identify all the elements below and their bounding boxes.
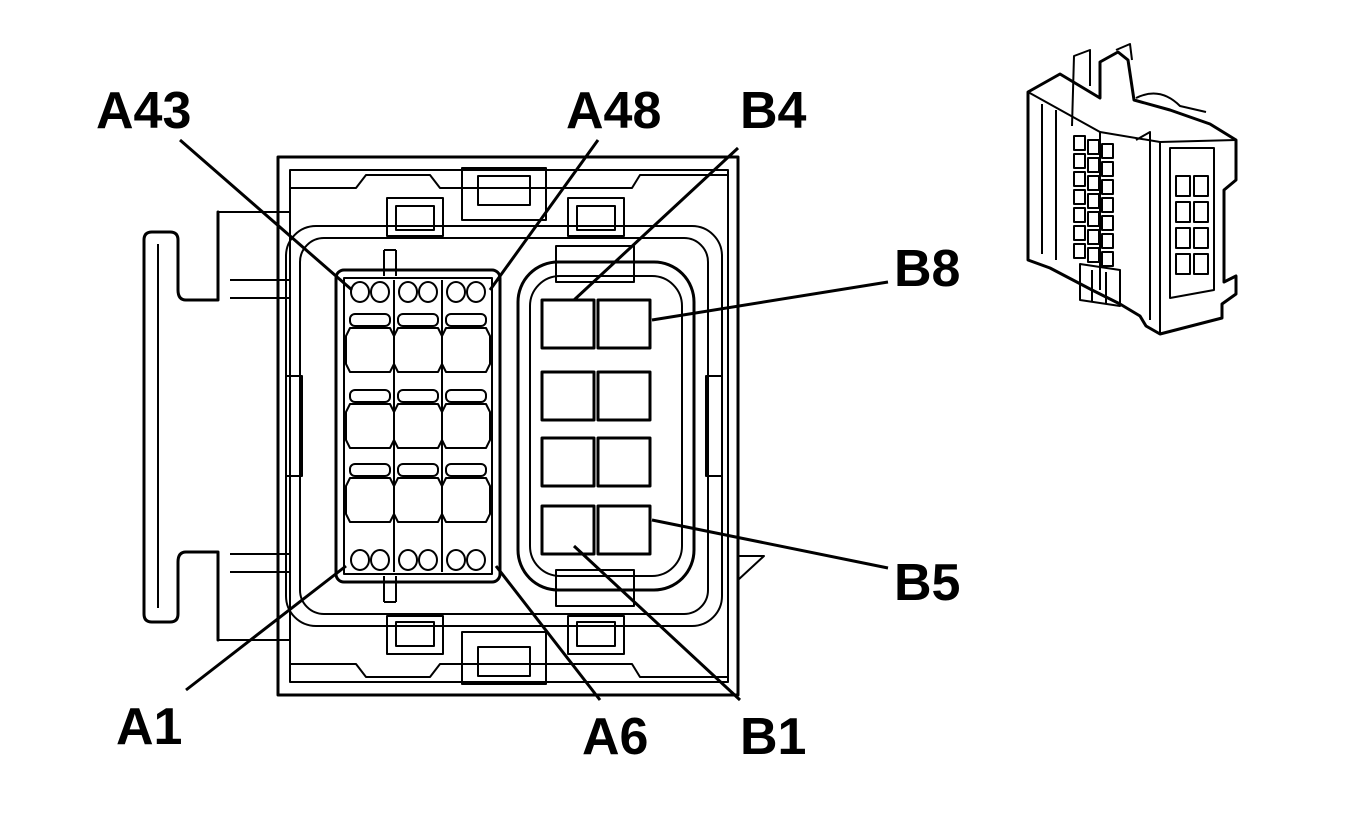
a-cavity-rib — [397, 389, 439, 403]
a-cavity-rib — [445, 389, 487, 403]
a-large-cavity — [345, 403, 395, 449]
a-large-cavity — [393, 403, 443, 449]
iso-b-cell — [1175, 201, 1191, 223]
iso-a-cell — [1073, 225, 1086, 241]
a-large-cavity — [441, 477, 491, 523]
a-cavity-rib — [397, 313, 439, 327]
iso-a-cell — [1073, 153, 1086, 169]
iso-a-cell — [1073, 171, 1086, 187]
a-small-cavity — [446, 549, 466, 571]
iso-a-cell — [1101, 179, 1114, 195]
b-cavity — [596, 370, 652, 422]
a-small-cavity — [370, 549, 390, 571]
iso-b-cell — [1175, 253, 1191, 275]
a-small-cavity — [466, 281, 486, 303]
a-large-cavity — [345, 327, 395, 373]
a-small-cavity — [418, 549, 438, 571]
iso-a-cell — [1101, 251, 1114, 267]
a-cavity-rib — [397, 463, 439, 477]
iso-a-cell — [1101, 233, 1114, 249]
leader-b8 — [651, 280, 889, 322]
a-cavity-rib — [349, 313, 391, 327]
a-cavity-rib — [445, 463, 487, 477]
iso-b-cell — [1193, 253, 1209, 275]
iso-a-cell — [1087, 175, 1100, 191]
a-small-cavity — [350, 281, 370, 303]
a-small-cavity — [398, 549, 418, 571]
a-cavity-rib — [349, 463, 391, 477]
b-cavity — [596, 504, 652, 556]
a-large-cavity — [393, 477, 443, 523]
a-cavity-block — [334, 268, 502, 584]
a-small-cavity — [398, 281, 418, 303]
iso-a-cell — [1073, 135, 1086, 151]
b-cavity-block — [516, 260, 696, 592]
iso-a-cell — [1073, 189, 1086, 205]
iso-b-cell — [1175, 227, 1191, 249]
connector-isometric-view — [1026, 43, 1238, 336]
iso-a-cell — [1073, 207, 1086, 223]
label-b8: B8 — [894, 240, 960, 298]
iso-a-cell — [1087, 229, 1100, 245]
b-cavity — [596, 298, 652, 350]
a-small-cavity — [446, 281, 466, 303]
iso-a-cell — [1087, 193, 1100, 209]
leader-a43 — [179, 138, 353, 292]
iso-a-cell — [1087, 247, 1100, 263]
b-cavity — [540, 298, 596, 350]
iso-a-cell — [1073, 243, 1086, 259]
b-cavity — [596, 436, 652, 488]
iso-b-cell — [1193, 227, 1209, 249]
leader-a1 — [185, 564, 347, 692]
label-a6: A6 — [582, 708, 648, 766]
a-large-cavity — [441, 327, 491, 373]
iso-a-cell — [1087, 139, 1100, 155]
a-terminal-cavities — [345, 280, 491, 572]
a-small-cavity — [370, 281, 390, 303]
label-a48: A48 — [566, 82, 661, 140]
connector-face-view — [142, 155, 765, 697]
a-small-cavity — [350, 549, 370, 571]
leader-b1 — [572, 544, 742, 702]
b-cavity — [540, 436, 596, 488]
b-terminal-cavities — [540, 298, 652, 556]
leader-a6 — [494, 565, 602, 701]
a-large-cavity — [345, 477, 395, 523]
a-small-cavity — [418, 281, 438, 303]
label-b5: B5 — [894, 554, 960, 612]
iso-a-cell — [1101, 215, 1114, 231]
iso-a-cell — [1087, 211, 1100, 227]
iso-b-cell — [1175, 175, 1191, 197]
a-small-cavity — [466, 549, 486, 571]
a-cavity-rib — [349, 389, 391, 403]
connector-housing-outline — [276, 155, 740, 697]
a-cavity-rib — [445, 313, 487, 327]
label-a43: A43 — [96, 82, 191, 140]
iso-a-cell — [1101, 161, 1114, 177]
leader-lines — [179, 138, 889, 702]
label-b1: B1 — [740, 708, 806, 766]
iso-a-cell — [1101, 197, 1114, 213]
iso-a-cell — [1101, 143, 1114, 159]
iso-a-cell — [1087, 157, 1100, 173]
left-latch — [142, 210, 220, 642]
label-a1: A1 — [116, 698, 182, 756]
b-cavity — [540, 370, 596, 422]
pin-labels: A43 A48 B4 B8 B5 A1 A6 B1 — [96, 82, 960, 766]
b-cavity — [540, 504, 596, 556]
iso-b-cell — [1193, 201, 1209, 223]
leader-b4 — [572, 146, 740, 302]
iso-b-cell — [1193, 175, 1209, 197]
a-large-cavity — [441, 403, 491, 449]
label-b4: B4 — [740, 82, 807, 140]
leader-b5 — [651, 518, 889, 570]
leader-a48 — [488, 139, 600, 291]
a-large-cavity — [393, 327, 443, 373]
